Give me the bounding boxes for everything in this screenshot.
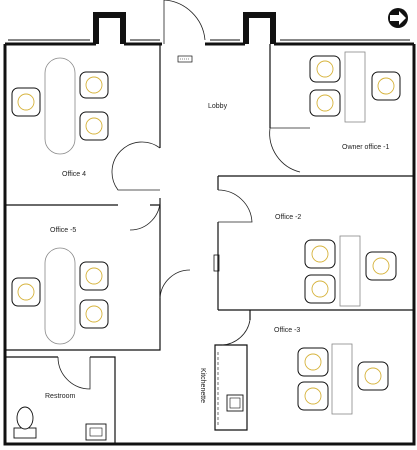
office-5-furniture <box>11 247 109 345</box>
chair-icon <box>309 89 341 117</box>
restroom-fixtures <box>13 406 107 441</box>
office-4-furniture <box>11 57 109 155</box>
north-arrow-icon <box>388 8 408 28</box>
chair-icon <box>309 55 341 83</box>
room-label-office-4: Office 4 <box>62 171 86 178</box>
room-label-office-2: Office -2 <box>275 214 301 221</box>
doors <box>57 0 310 390</box>
chair-icon <box>79 261 109 291</box>
room-label-owner-office: Owner office -1 <box>342 144 389 151</box>
chair-icon <box>297 381 329 411</box>
outer-walls <box>3 12 416 446</box>
toilet-icon <box>13 406 37 439</box>
interior-walls <box>5 44 414 444</box>
office-3-furniture <box>297 343 389 415</box>
room-label-office-3: Office -3 <box>274 327 300 334</box>
room-label-office-5: Office -5 <box>50 227 76 234</box>
chair-icon <box>11 277 41 307</box>
chair-icon <box>79 299 109 329</box>
chair-icon <box>79 111 109 141</box>
office-2-furniture <box>304 235 397 307</box>
sink-icon <box>85 423 107 441</box>
chair-icon <box>297 347 329 377</box>
chair-icon <box>304 274 336 304</box>
sink-icon <box>226 394 244 412</box>
chair-icon <box>371 71 401 101</box>
room-label-restroom: Restroom <box>45 393 76 400</box>
chair-icon <box>357 361 389 391</box>
chair-icon <box>79 71 109 99</box>
chair-icon <box>11 87 41 117</box>
owner-office-furniture <box>309 51 401 123</box>
chair-icon <box>365 251 397 281</box>
room-label-lobby: Lobby <box>208 103 228 110</box>
room-label-kitchenette: Kitchenette <box>199 368 206 403</box>
chair-icon <box>304 239 336 269</box>
